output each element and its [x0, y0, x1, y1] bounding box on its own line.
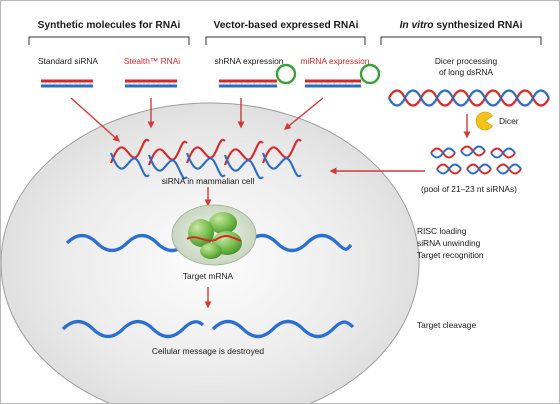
synthetic-header: Synthetic molecules for RNAi — [37, 20, 181, 31]
stealth-rnai-label: Stealth™ RNAi — [123, 56, 181, 66]
target-mrna-label: Target mRNA — [182, 271, 234, 281]
sirna-in-cell-label: siRNA in mammalian cell — [161, 176, 255, 186]
standard-sirna-label: Standard siRNA — [37, 56, 99, 66]
invitro-header-italic: In vitro — [399, 20, 434, 31]
sirna-unwinding-label: siRNA unwinding — [417, 238, 481, 248]
dicer-processing-line1: Dicer processing — [434, 56, 498, 66]
sirna-pool-label: (pool of 21–23 nt siRNAs) — [421, 184, 517, 194]
risc-loading-label: RISC loading — [417, 226, 467, 236]
target-recognition-label: Target recognition — [417, 250, 484, 260]
mirna-expression-label: miRNA expression — [300, 56, 370, 66]
sirna-pool — [430, 145, 522, 175]
target-cleavage-label: Target cleavage — [417, 320, 477, 330]
dicer-label: Dicer — [499, 116, 519, 126]
invitro-header-rest: synthesized RNAi — [433, 20, 523, 31]
shrna-expression-label: shRNA expression — [214, 56, 284, 66]
dicer-processing-line2: of long dsRNA — [439, 67, 493, 77]
dicer-enzyme — [475, 111, 493, 131]
vector-header: Vector-based expressed RNAi — [213, 20, 359, 31]
standard-sirna-duplex — [41, 79, 93, 88]
invitro-header: In vitro synthesized RNAi — [381, 20, 541, 31]
message-destroyed-label: Cellular message is destroyed — [151, 346, 265, 356]
source-arrows — [70, 97, 471, 309]
mirna-hairpin — [305, 63, 381, 88]
risc-complex — [171, 204, 257, 266]
long-dsrna-helix — [388, 89, 550, 107]
sirnas-in-cell — [110, 138, 302, 180]
header-brackets — [28, 36, 542, 45]
stealth-rnai-duplex — [125, 79, 177, 88]
cleaved-mrna — [61, 319, 355, 339]
shrna-hairpin — [219, 63, 297, 88]
